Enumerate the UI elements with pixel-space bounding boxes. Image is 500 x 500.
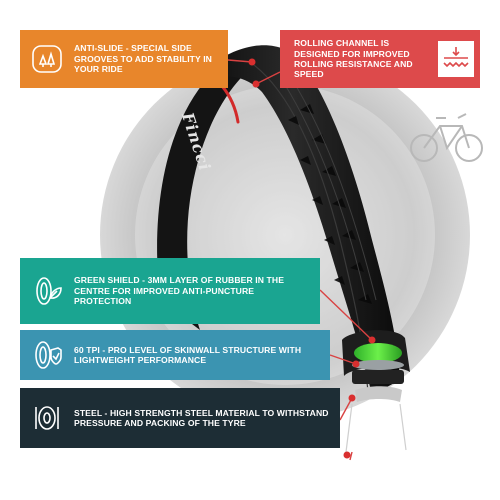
callout-connectors (227, 59, 373, 461)
green-shield-layer (354, 343, 402, 363)
tyre-side-grooves (288, 104, 372, 304)
callout-steel-text: STEEL - HIGH STRENGTH STEEL MATERIAL TO … (74, 407, 329, 428)
tyre-cross-section-icon (28, 399, 66, 437)
tyre-shield-icon (28, 336, 66, 374)
callout-rolling-channel-text: ROLLING CHANNEL IS DESIGNED FOR IMPROVED… (294, 38, 413, 80)
bicycle-icon (410, 113, 483, 162)
callout-dots (248, 58, 376, 459)
tyre-body (205, 45, 400, 395)
tyre-leaf-icon (28, 272, 66, 310)
callout-rolling-channel: ROLLING CHANNEL IS DESIGNED FOR IMPROVED… (280, 30, 480, 88)
callout-green-shield: GREEN SHIELD - 3MM LAYER OF RUBBER IN TH… (20, 258, 320, 324)
tread-profile-icon (438, 41, 474, 77)
tyre-with-trees-icon (28, 40, 66, 78)
callout-green-shield-text: GREEN SHIELD - 3MM LAYER OF RUBBER IN TH… (74, 275, 285, 307)
callout-steel: STEEL - HIGH STRENGTH STEEL MATERIAL TO … (20, 388, 340, 448)
callout-anti-slide-text: ANTI-SLIDE - SPECIAL SIDE GROOVES TO ADD… (74, 43, 212, 75)
callout-tpi: 60 TPI - PRO LEVEL OF SKINWALL STRUCTURE… (20, 330, 330, 380)
callout-anti-slide: ANTI-SLIDE - SPECIAL SIDE GROOVES TO ADD… (20, 30, 228, 88)
callout-tpi-text: 60 TPI - PRO LEVEL OF SKINWALL STRUCTURE… (74, 344, 302, 365)
